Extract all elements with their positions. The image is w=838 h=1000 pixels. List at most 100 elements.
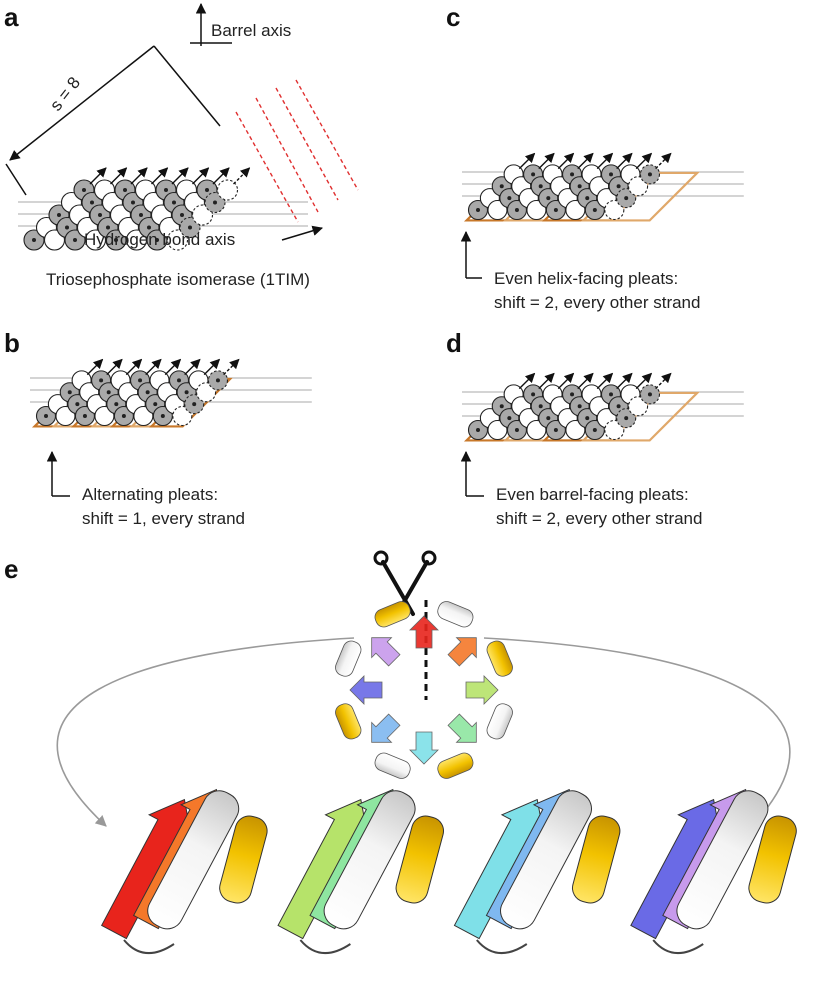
residue-sidechain-dot [75, 402, 80, 407]
residue-sidechain-dot [570, 172, 575, 177]
residue-sidechain-dot [585, 416, 590, 421]
residue-sidechain-dot [538, 184, 543, 189]
residue-sidechain-dot [106, 390, 111, 395]
residue-sidechain-dot [172, 200, 176, 205]
unrolled-loop [476, 939, 528, 954]
residue-sidechain-dot [164, 188, 168, 192]
unrolled-yellow-helix [571, 815, 621, 904]
residue-sidechain-dot [592, 208, 597, 212]
barrel-strand-arrow [447, 713, 477, 743]
hydrogen-bond-axis-dashes [235, 79, 359, 223]
barrel-helix [437, 601, 474, 628]
residue-sidechain-dot [123, 188, 127, 192]
strand-direction-arrow [233, 167, 251, 185]
strand-direction-arrow [171, 167, 189, 185]
panel-b-callout: Alternating pleats: shift = 1, every str… [46, 450, 245, 528]
beta-sheet-lattice-c [462, 152, 744, 222]
strand-direction-arrow [518, 372, 536, 390]
shear-bracket: s = 8 [5, 45, 221, 196]
panel-c-callout: Even helix-facing pleats: shift = 2, eve… [460, 230, 700, 312]
panel-letter-a: a [4, 2, 19, 32]
strand-direction-arrow [184, 358, 201, 376]
residue-sidechain-dot [139, 213, 143, 217]
residue-sidechain-dot [57, 213, 61, 217]
residue-sidechain-dot [507, 196, 512, 201]
residue-sidechain-dot [44, 414, 48, 418]
panel-b: b Alternating pleats: shift = 1, every s… [4, 328, 312, 528]
residue-sidechain-dot [65, 225, 69, 230]
residue-sidechain-dot [609, 392, 613, 397]
residue-sidechain-dot [73, 238, 77, 242]
unroll-arrow-left [56, 637, 355, 827]
barrel-strand-arrow [409, 731, 439, 765]
residue-sidechain-dot [188, 225, 192, 230]
strand-direction-arrow [616, 372, 633, 390]
strand-direction-arrow [125, 358, 143, 376]
unrolled-loop [123, 939, 175, 954]
unrolled-white-helix [323, 790, 416, 930]
strand-direction-arrow [518, 152, 536, 170]
residue-sidechain-dot [90, 200, 94, 205]
residue-sidechain-dot [184, 390, 189, 395]
residue-sidechain-dot [546, 416, 551, 421]
panel-a: a Barrel axis s = 8 Hydrogen bond axis T… [4, 2, 359, 289]
residue-sidechain-dot [647, 392, 652, 397]
barrel-helix [437, 752, 474, 779]
residue-sidechain-dot [624, 416, 629, 421]
residue-sidechain-dot [82, 188, 86, 192]
unrolled-yellow-helix [395, 815, 444, 904]
residue [191, 204, 214, 226]
strand-direction-arrow [145, 358, 162, 376]
barrel-axis-label: Barrel axis [211, 21, 291, 40]
beta-sheet-lattice-a [18, 167, 308, 251]
barrel-strand-arrow [447, 637, 477, 667]
unrolled-yellow-helix [748, 815, 797, 904]
strand-direction-arrow [596, 152, 614, 170]
strand-direction-arrow [616, 152, 633, 170]
panel-d-caption-line1: Even barrel-facing pleats: [496, 485, 689, 504]
residue [172, 405, 193, 427]
residue-sidechain-dot [609, 172, 613, 177]
hydrogen-bond-axis-label: Hydrogen bond axis [84, 230, 235, 249]
residue-sidechain-dot [192, 402, 197, 407]
residue-sidechain-dot [98, 213, 102, 217]
strand-direction-arrow [164, 358, 182, 376]
residue-sidechain-dot [131, 200, 135, 205]
residue-sidechain-dot [147, 225, 151, 230]
residue-sidechain-dot [546, 196, 551, 201]
residue-sidechain-dot [514, 428, 519, 432]
residue-sidechain-dot [155, 238, 159, 242]
residue-sidechain-dot [570, 392, 575, 397]
unrolled-loop [652, 939, 704, 954]
residue-sidechain-dot [531, 392, 536, 397]
residue-sidechain-dot [99, 378, 104, 383]
barrel-helix [374, 601, 411, 628]
residue-sidechain-dot [177, 378, 181, 383]
residue-sidechain-dot [82, 414, 87, 418]
residue [216, 179, 239, 201]
barrel-axis-indicator: Barrel axis [190, 2, 291, 46]
barrel-helix [374, 752, 411, 779]
panel-d-callout: Even barrel-facing pleats: shift = 2, ev… [460, 450, 702, 528]
residue-sidechain-dot [514, 208, 519, 212]
residue-sidechain-dot [507, 416, 512, 421]
residue-sidechain-dot [624, 196, 629, 201]
strand-direction-arrow [577, 152, 594, 170]
barrel-strand-arrow [465, 675, 499, 705]
strand-direction-arrow [86, 358, 104, 376]
unroll-arrow-right [483, 637, 791, 827]
strand-direction-arrow [655, 152, 672, 170]
barrel-helix [486, 703, 513, 740]
residue [166, 229, 189, 251]
unrolled-barrel-diagram [100, 788, 797, 954]
panel-c: c Even helix-facing pleats: shift = 2, e… [446, 2, 744, 312]
residue-sidechain-dot [647, 172, 652, 177]
hydrogen-bond-axis-callout: Hydrogen bond axis [84, 225, 324, 249]
residue-sidechain-dot [499, 404, 504, 409]
residue-sidechain-dot [121, 414, 126, 418]
residue-sidechain-dot [32, 238, 36, 242]
strand-direction-arrow [635, 372, 653, 390]
panel-letter-c: c [446, 2, 460, 32]
residue-sidechain-dot [145, 390, 150, 395]
residue-sidechain-dot [577, 184, 582, 189]
